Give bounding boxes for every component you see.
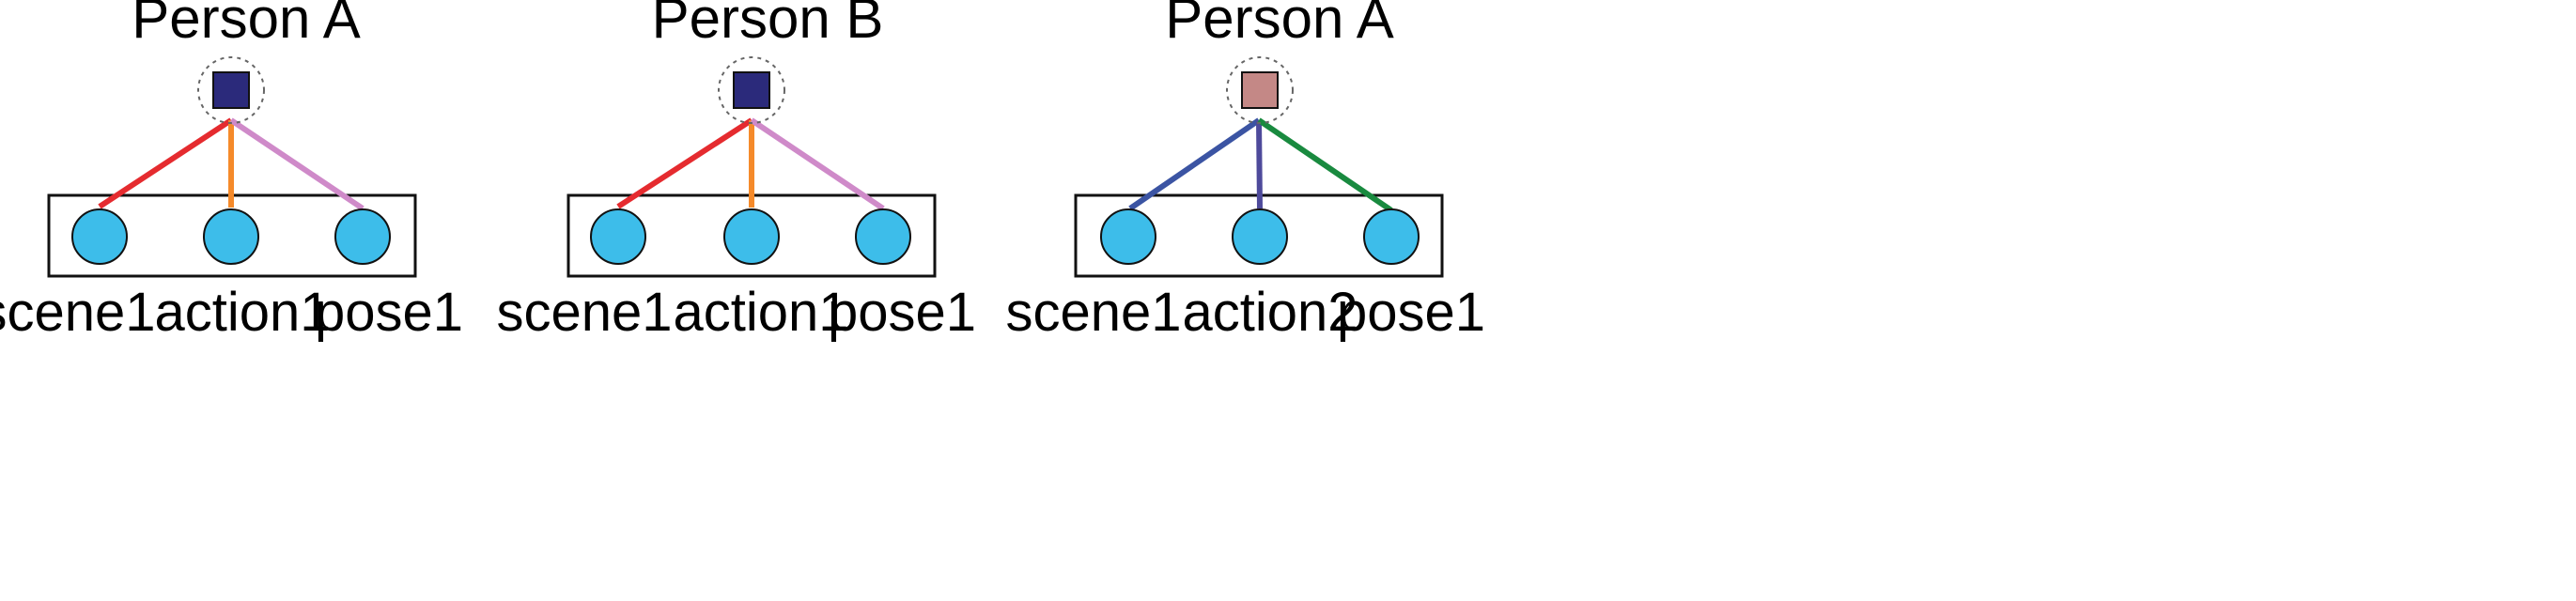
pose-label: pose1 [1337, 282, 1485, 343]
pose-node [855, 208, 911, 265]
action-node [1232, 208, 1288, 265]
person-node-square [212, 71, 250, 109]
link-scene [98, 117, 233, 209]
person-node-outline [1226, 56, 1294, 124]
pose-node [334, 208, 391, 265]
panel-person-a-2: Person A scene1 action2 pose1 [1005, 0, 1485, 343]
link-scene [1128, 117, 1261, 211]
panel-person-a-1: Person A scene1 action1 pose1 [0, 0, 463, 343]
person-node-outline [718, 56, 785, 124]
pose-node [1363, 208, 1420, 265]
person-node-square [1241, 71, 1279, 109]
action-node [723, 208, 780, 265]
person-node-square [733, 71, 770, 109]
panel-title: Person A [132, 0, 361, 50]
panel-title: Person B [652, 0, 884, 50]
action-label: action1 [154, 282, 330, 343]
pose-label: pose1 [828, 282, 976, 343]
scene-node [71, 208, 128, 265]
person-node-outline [197, 56, 265, 124]
action-label: action2 [1182, 282, 1358, 343]
scene-label: scene1 [0, 282, 156, 343]
scene-node [590, 208, 646, 265]
panel-title: Person A [1165, 0, 1394, 50]
pose-label: pose1 [315, 282, 463, 343]
panel-person-b: Person B scene1 action1 pose1 [496, 0, 976, 343]
link-pose [750, 117, 885, 211]
link-action [1256, 119, 1263, 209]
link-scene [616, 117, 753, 209]
scene-node [1100, 208, 1156, 265]
link-pose [1257, 117, 1393, 213]
action-label: action1 [673, 282, 848, 343]
action-node [203, 208, 259, 265]
link-pose [229, 117, 365, 211]
scene-label: scene1 [1005, 282, 1181, 343]
scene-label: scene1 [496, 282, 672, 343]
